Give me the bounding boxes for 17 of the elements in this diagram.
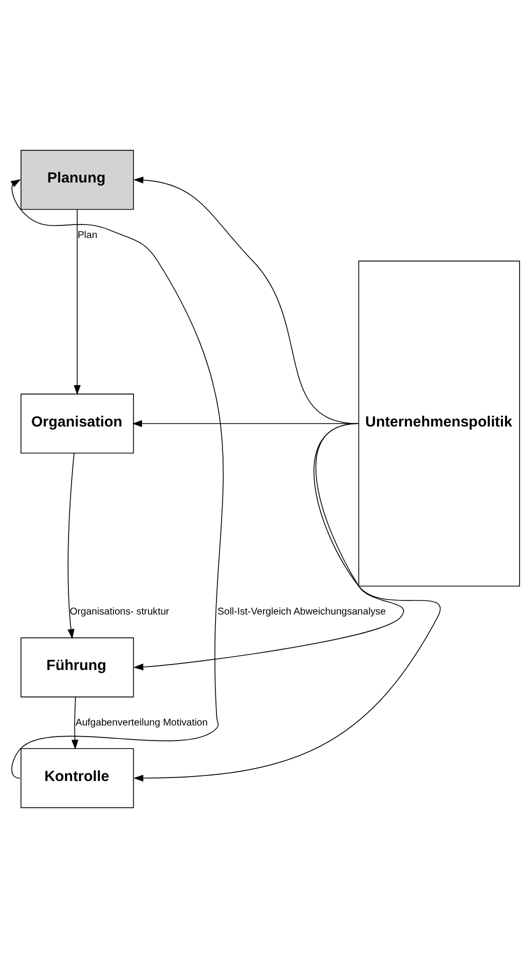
edge-label: Aufgabenverteilung Motivation xyxy=(76,717,208,728)
edge-label: Organisations- struktur xyxy=(70,606,170,618)
node-box: Planung xyxy=(20,150,134,210)
edge-label: Soll-Ist-Vergleich Abweichungsanalyse xyxy=(218,606,386,618)
node-box: Unternehmenspolitik xyxy=(358,260,520,587)
arrow xyxy=(74,209,81,396)
arrow xyxy=(68,452,74,639)
node-box: Organisation xyxy=(20,394,134,454)
edge-label: Plan xyxy=(78,230,98,241)
node-box: Kontrolle xyxy=(20,748,134,808)
arrow xyxy=(10,179,224,779)
arrow xyxy=(133,423,441,782)
arrow xyxy=(133,423,404,670)
node-box: Führung xyxy=(20,637,134,698)
arrow xyxy=(133,176,358,424)
arrow xyxy=(71,696,78,750)
arrow xyxy=(132,420,360,428)
